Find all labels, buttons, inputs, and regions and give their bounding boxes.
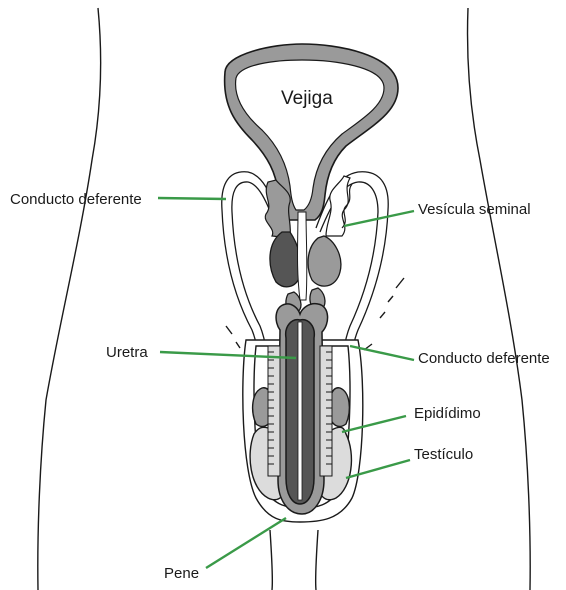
- label-epididimo: Epidídimo: [414, 405, 481, 422]
- prostate-left-lobe: [270, 232, 301, 287]
- label-conducto-deferente-right: Conducto deferente: [418, 350, 550, 367]
- leg-inner-right: [316, 530, 318, 590]
- bladder: [225, 44, 398, 220]
- label-vesicula-seminal: Vesícula seminal: [418, 201, 531, 218]
- label-pene: Pene: [164, 565, 199, 582]
- dash-mark-right-2: [388, 296, 393, 302]
- leader-line-pene: [206, 518, 286, 568]
- urethra-channel: [298, 322, 302, 500]
- urethra-upper: [298, 212, 307, 300]
- prostate-right-lobe: [308, 236, 341, 286]
- label-vejiga: Vejiga: [281, 88, 333, 109]
- leg-inner-left: [270, 530, 272, 590]
- label-conducto-deferente-left: Conducto deferente: [10, 191, 142, 208]
- dash-mark-right-3: [380, 312, 385, 318]
- dash-mark-left-1: [226, 326, 232, 334]
- dash-mark-right-1: [396, 278, 404, 288]
- label-testiculo: Testículo: [414, 446, 473, 463]
- dash-mark-left-2: [236, 342, 240, 348]
- body-outline-left: [38, 8, 101, 590]
- leader-line-vesicula: [344, 211, 414, 226]
- leader-line-conducto-left: [158, 198, 226, 199]
- label-uretra: Uretra: [106, 344, 148, 361]
- body-outline-right: [468, 8, 531, 590]
